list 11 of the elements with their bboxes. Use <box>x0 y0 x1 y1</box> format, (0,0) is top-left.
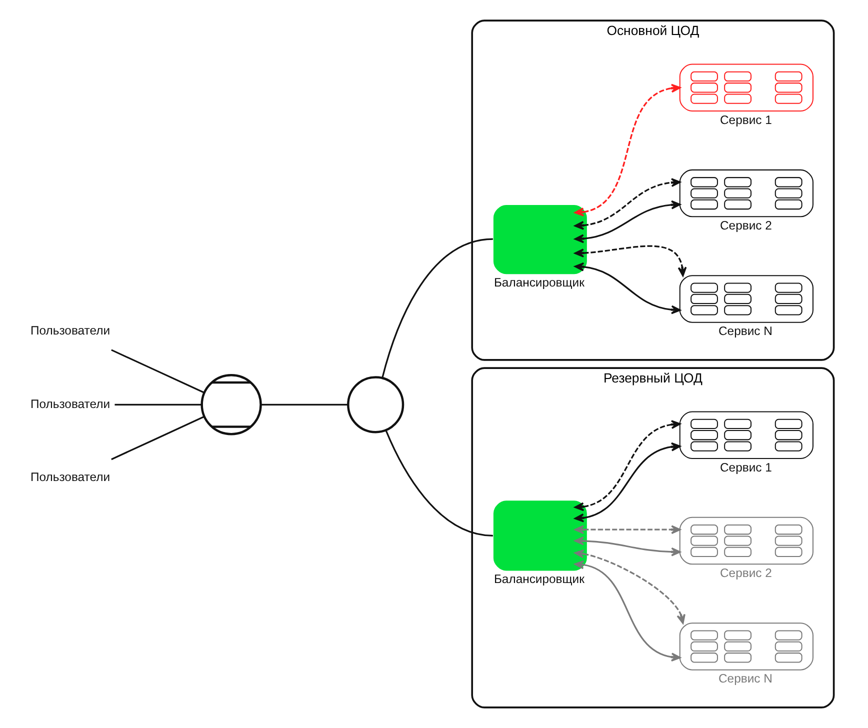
node-label: Сервис 1 <box>720 112 772 127</box>
node-text: Пользователи <box>30 470 110 484</box>
node-text: Пользователи <box>30 396 110 411</box>
node-label: Сервис 2 <box>720 218 772 232</box>
node-text: Пользователи <box>30 324 110 338</box>
node-label: Сервис N <box>718 324 772 338</box>
node-label: Сервис N <box>718 672 772 686</box>
node-label: Балансировщик <box>494 275 584 290</box>
node-label: Балансировщик <box>494 572 584 586</box>
node-label: Сервис 2 <box>720 566 772 580</box>
node-label: Сервис 1 <box>720 460 772 474</box>
